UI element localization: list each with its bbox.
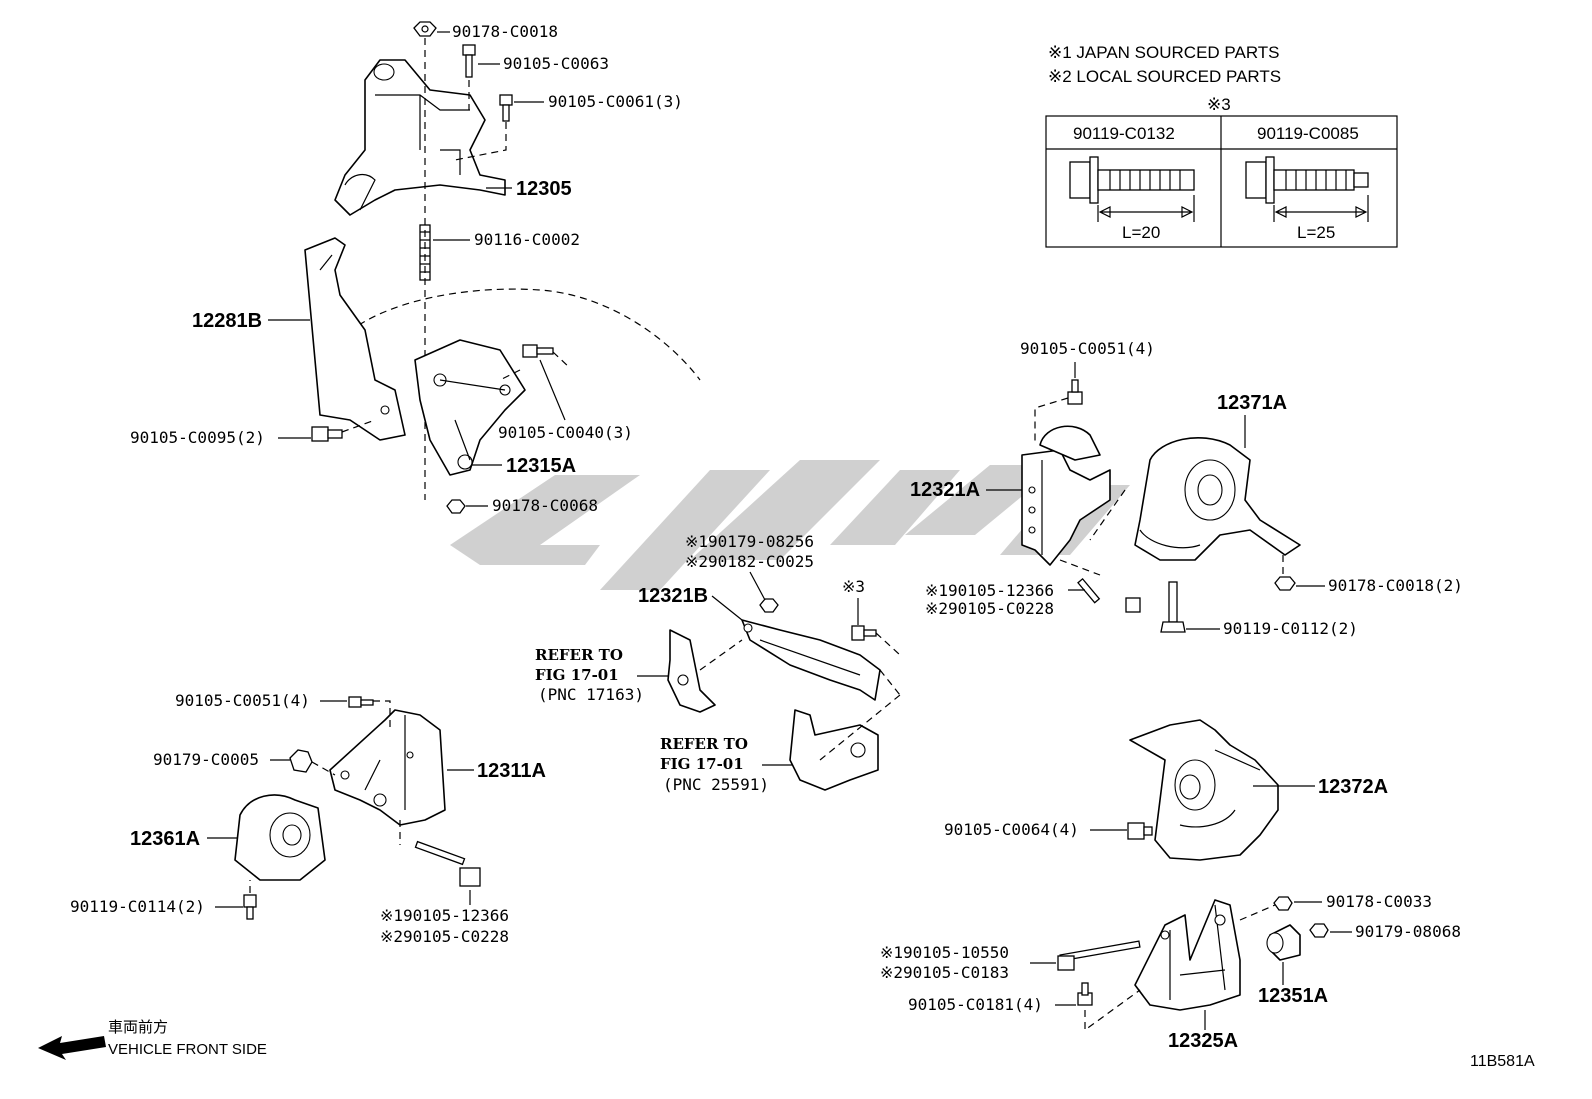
refer-a-line1: REFER TO [535,646,623,664]
label-12371A: 12371A [1217,392,1287,414]
label-90105-C0064: 90105-C0064(4) [944,820,1079,839]
label-90105-C0095: 90105-C0095(2) [130,428,265,447]
nut-icon [413,21,437,37]
mount-12325A [1134,899,1241,1011]
engine-outline [339,288,701,381]
bolt-table-col1: 90119-C0132 [1073,124,1175,143]
bracket-12321B [741,619,881,701]
bushing-12351A [1266,924,1301,961]
label-12305: 12305 [516,178,572,200]
label-90178-C0018-2: 90178-C0018(2) [1328,576,1463,595]
bolt-icon [1127,822,1153,840]
front-label: VEHICLE FRONT SIDE [108,1041,267,1058]
mount-12372A [1129,719,1279,861]
bolt-icon [1077,982,1093,1006]
bolt-length-2: L=25 [1297,223,1335,242]
refer-a-line2: FIG 17-01 [535,666,619,684]
label-90105-C0181: 90105-C0181(4) [908,995,1043,1014]
label-90179-C0005: 90179-C0005 [153,750,259,769]
label-12321B: 12321B [638,585,708,607]
bolt-icon [462,44,476,78]
refer-bracket-b [789,709,879,791]
bolt-icon [311,426,343,442]
legend-table-mark: ※3 [1207,95,1231,114]
label-12351A: 12351A [1258,985,1328,1007]
mount-12361A [234,794,326,881]
bolt-icon [414,840,481,887]
bolt-icon [1245,156,1369,222]
bolt-length-1: L=20 [1122,223,1160,242]
label-90105-12366-right: ※190105-12366 [925,581,1054,600]
diagram-code: 11B581A [1470,1053,1535,1070]
label-90105-C0051-left: 90105-C0051(4) [175,691,310,710]
refer-a-line3: (PNC 17163) [538,685,644,704]
label-90105-C0228-right: ※290105-C0228 [925,599,1054,618]
label-90105-C0051-right: 90105-C0051(4) [1020,339,1155,358]
label-90179-08256: ※190179-08256 [685,532,814,551]
label-90178-C0018: 90178-C0018 [452,22,558,41]
bracket-12281B [304,237,406,441]
label-12315A: 12315A [506,455,576,477]
label-90105-C0228-left: ※290105-C0228 [380,927,509,946]
label-90119-C0112: 90119-C0112(2) [1223,619,1358,638]
bolt-icon [1077,577,1141,613]
nut-icon [759,598,779,613]
label-mark3: ※3 [842,577,865,596]
label-90119-C0114: 90119-C0114(2) [70,897,205,916]
bolt-icon [1160,581,1186,633]
nut-icon [289,749,313,773]
label-12281B: 12281B [192,310,262,332]
mount-12305 [334,59,506,216]
bolt-icon [348,696,374,708]
bracket-12311A [329,709,446,826]
nut-icon [1309,923,1329,938]
bolt-icon [499,94,513,122]
refer-b-line1: REFER TO [660,735,748,753]
label-90105-10550: ※190105-10550 [880,943,1009,962]
label-12321A: 12321A [910,479,980,501]
label-90105-12366-left: ※190105-12366 [380,906,509,925]
bracket-12315A [414,339,526,476]
label-12361A: 12361A [130,828,200,850]
refer-b-line3: (PNC 25591) [663,775,769,794]
bolt-icon [1057,940,1141,971]
refer-bracket-a [667,629,716,713]
bracket-12321A [1021,425,1111,566]
label-90178-C0033: 90178-C0033 [1326,892,1432,911]
bolt-icon [851,625,877,641]
label-90116-C0002: 90116-C0002 [474,230,580,249]
bolt-table-col2: 90119-C0085 [1257,124,1359,143]
arrow-left-icon [38,1036,106,1060]
refer-b-line2: FIG 17-01 [660,755,744,773]
nut-icon [446,499,466,514]
label-90105-C0063: 90105-C0063 [503,54,609,73]
label-90178-C0068: 90178-C0068 [492,496,598,515]
bolt-icon [522,344,554,358]
label-12311A: 12311A [477,760,546,782]
bolt-icon [1069,156,1195,222]
nut-icon [1273,896,1293,911]
label-90105-C0183: ※290105-C0183 [880,963,1009,982]
bolt-icon [1067,379,1083,405]
front-direction-indicator: 車両前方 VEHICLE FRONT SIDE [38,1019,267,1060]
legend-japan: ※1 JAPAN SOURCED PARTS [1048,43,1280,62]
label-90105-C0040: 90105-C0040(3) [498,423,633,442]
bolt-icon [243,894,257,920]
label-12325A: 12325A [1168,1030,1238,1052]
legend-local: ※2 LOCAL SOURCED PARTS [1048,67,1281,86]
label-90105-C0061: 90105-C0061(3) [548,92,683,111]
label-12372A: 12372A [1318,776,1388,798]
label-90182-C0025: ※290182-C0025 [685,552,814,571]
legend: ※1 JAPAN SOURCED PARTS ※2 LOCAL SOURCED … [1045,43,1398,248]
nut-icon [1274,576,1296,591]
label-90179-08068: 90179-08068 [1355,922,1461,941]
mount-12371A [1134,437,1301,561]
front-label-jp: 車両前方 [108,1019,168,1036]
